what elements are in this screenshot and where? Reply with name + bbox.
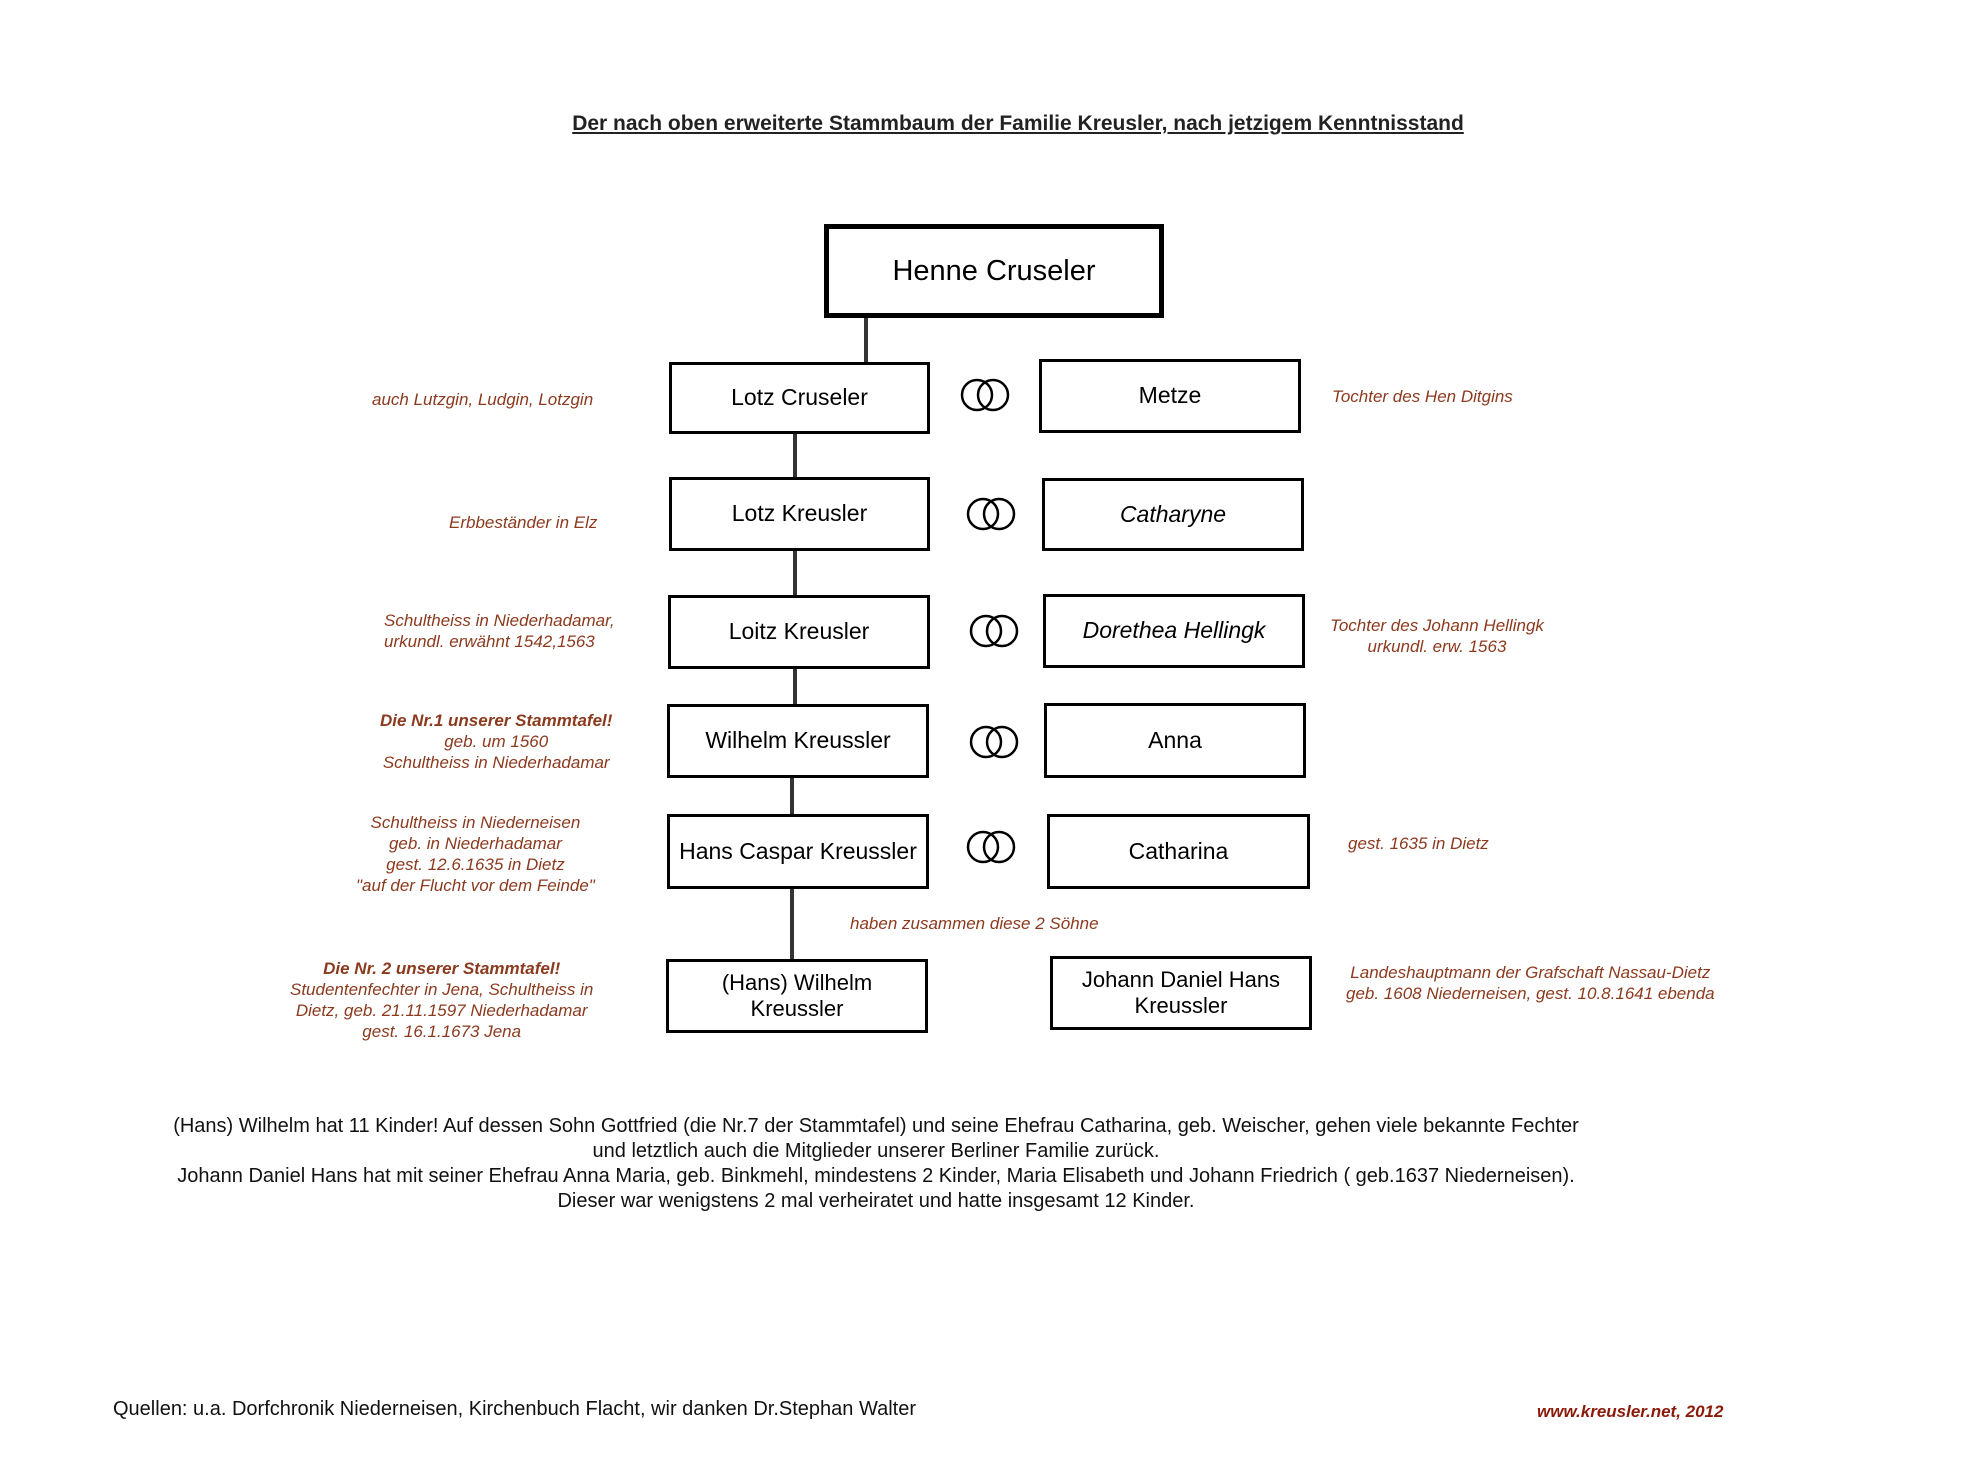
spouse-name: Catharina: [1128, 837, 1229, 864]
annotation-left: Die Nr. 2 unserer Stammtafel! Studentenf…: [290, 958, 593, 1042]
note-line: Schultheiss in Niederneisen: [370, 813, 581, 832]
connector-line: [864, 318, 868, 362]
page-title: Der nach oben erweiterte Stammbaum der F…: [572, 112, 1464, 135]
annotation-left: Schultheiss in Niederneisen geb. in Nied…: [356, 812, 595, 896]
note-line: urkundl. erw. 1563: [1367, 637, 1507, 656]
spouse-name: Dorethea Hellingk: [1082, 617, 1266, 644]
note-line: geb. um 1560: [444, 732, 549, 751]
note-line: Landeshauptmann der Grafschaft Nassau-Di…: [1350, 963, 1711, 982]
note-line: "auf der Flucht vor dem Feinde": [356, 876, 595, 895]
person-box: Loitz Kreusler: [668, 595, 930, 669]
person-box: Wilhelm Kreussler: [667, 704, 929, 778]
note-line: gest. 12.6.1635 in Dietz: [386, 855, 565, 874]
paragraph-line: Dieser war wenigstens 2 mal verheiratet …: [557, 1190, 1195, 1212]
note-line: Studentenfechter in Jena, Schultheiss in: [290, 980, 594, 999]
person-name: Loitz Kreusler: [728, 618, 870, 645]
marriage-rings-icon: [960, 378, 1010, 412]
children-label: haben zusammen diese 2 Söhne: [850, 914, 1099, 933]
paragraph-line: und letztlich auch die Mitglieder unsere…: [592, 1140, 1160, 1162]
person-name: Kreussler: [750, 996, 844, 1021]
note-line: Erbbeständer in Elz: [449, 513, 598, 532]
note-line-highlight: Die Nr. 2 unserer Stammtafel!: [323, 959, 561, 978]
annotation-left: Schultheiss in Niederhadamar, urkundl. e…: [384, 610, 615, 652]
annotation-left: auch Lutzgin, Ludgin, Lotzgin: [372, 389, 593, 410]
paragraph-line: Johann Daniel Hans hat mit seiner Ehefra…: [177, 1165, 1575, 1187]
annotation-left: Erbbeständer in Elz: [449, 512, 597, 533]
spouse-name: Anna: [1148, 726, 1202, 753]
spouse-box: Catharina: [1047, 814, 1310, 889]
connector-line: [793, 549, 797, 596]
note-line: auch Lutzgin, Ludgin, Lotzgin: [372, 390, 594, 409]
spouse-box: Dorethea Hellingk: [1043, 594, 1305, 668]
note-line: Tochter des Johann Hellingk: [1330, 616, 1544, 635]
person-box-son: (Hans) Wilhelm Kreussler: [666, 959, 928, 1033]
note-line: Tochter des Hen Ditgins: [1332, 387, 1513, 406]
note-line: Schultheiss in Niederhadamar: [382, 753, 610, 772]
note-line-highlight: Die Nr.1 unserer Stammtafel!: [380, 711, 613, 730]
note-line: gest. 16.1.1673 Jena: [362, 1022, 522, 1041]
marriage-rings-icon: [966, 497, 1016, 531]
connector-line: [793, 667, 797, 706]
person-name: Johann Daniel Hans: [1081, 966, 1281, 992]
note-line: geb. in Niederhadamar: [388, 834, 562, 853]
spouse-name: Metze: [1138, 382, 1202, 409]
website-credit: www.kreusler.net, 2012: [1537, 1402, 1724, 1421]
person-name: Hans Caspar Kreussler: [679, 837, 917, 864]
connector-line: [790, 776, 794, 816]
note-line: gest. 1635 in Dietz: [1348, 834, 1489, 853]
person-box-son: Johann Daniel Hans Kreussler: [1050, 956, 1312, 1030]
note-line: urkundl. erwähnt 1542,1563: [384, 632, 595, 651]
marriage-rings-icon: [969, 725, 1019, 759]
paragraph-line: (Hans) Wilhelm hat 11 Kinder! Auf dessen…: [173, 1115, 1579, 1137]
person-box: Lotz Kreusler: [669, 477, 930, 551]
person-name: (Hans) Wilhelm: [721, 969, 873, 995]
person-name: Lotz Cruseler: [731, 384, 868, 411]
person-name: Lotz Kreusler: [731, 500, 868, 527]
marriage-rings-icon: [969, 614, 1019, 648]
description-paragraph: (Hans) Wilhelm hat 11 Kinder! Auf dessen…: [0, 1114, 1862, 1214]
annotation-right: Tochter des Hen Ditgins: [1332, 386, 1513, 407]
annotation-right: gest. 1635 in Dietz: [1348, 833, 1489, 854]
note-line: Dietz, geb. 21.11.1597 Niederhadamar: [295, 1001, 588, 1020]
person-box: Hans Caspar Kreussler: [667, 814, 929, 889]
annotation-right: Tochter des Johann Hellingk urkundl. erw…: [1330, 615, 1544, 657]
sources-text: Quellen: u.a. Dorfchronik Niederneisen, …: [113, 1398, 916, 1420]
spouse-box: Anna: [1044, 703, 1306, 778]
connector-line: [793, 433, 797, 479]
spouse-name: Catharyne: [1119, 500, 1227, 527]
person-name: Wilhelm Kreussler: [705, 727, 891, 754]
person-box: Lotz Cruseler: [669, 362, 930, 434]
annotation-right: Landeshauptmann der Grafschaft Nassau-Di…: [1346, 962, 1715, 1004]
person-name: Henne Cruseler: [892, 254, 1096, 287]
person-name: Kreussler: [1134, 993, 1228, 1018]
connector-line: [790, 887, 794, 961]
note-line: Schultheiss in Niederhadamar,: [384, 611, 615, 630]
note-line: geb. 1608 Niederneisen, gest. 10.8.1641 …: [1346, 984, 1715, 1003]
annotation-left: Die Nr.1 unserer Stammtafel! geb. um 156…: [380, 710, 612, 773]
spouse-box: Catharyne: [1042, 478, 1304, 551]
marriage-rings-icon: [966, 830, 1016, 864]
person-box-root: Henne Cruseler: [824, 224, 1164, 318]
spouse-box: Metze: [1039, 359, 1301, 433]
